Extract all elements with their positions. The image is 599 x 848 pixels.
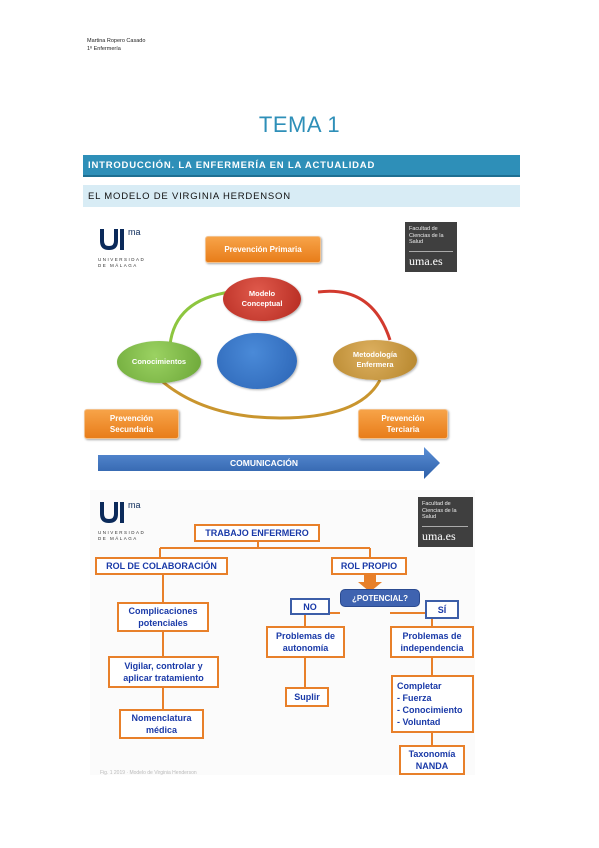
faculty-logo-2: Facultad de Ciencias de la Salud uma.es	[418, 497, 473, 547]
metodologia-node: Metodología Enfermera	[333, 340, 417, 380]
modelo-conceptual-label: Modelo Conceptual	[241, 289, 283, 308]
taxonomia-box: Taxonomía NANDA	[399, 745, 465, 775]
faculty-logo: Facultad de Ciencias de la Salud uma.es	[405, 222, 457, 272]
uma-text-line2: DE MÁLAGA	[98, 536, 138, 541]
down-arrow-icon	[358, 575, 382, 592]
rol-colaboracion-box: ROL DE COLABORACIÓN	[95, 557, 228, 575]
nomenclatura-label: Nomenclatura médica	[131, 713, 192, 735]
uma-mark-icon	[100, 502, 124, 523]
uma-ma-text: ma	[128, 227, 141, 237]
uma-text-line1: UNIVERSIDAD	[98, 257, 146, 262]
vigilar-label: Vigilar, controlar y aplicar tratamiento	[123, 661, 204, 683]
autonomia-label: Problemas de autonomía	[275, 631, 336, 653]
taxonomia-label: Taxonomía NANDA	[408, 749, 456, 771]
communication-arrow	[98, 447, 440, 479]
uma-text-line2: DE MÁLAGA	[98, 263, 138, 268]
uma-logo: ma UNIVERSIDAD DE MÁLAGA	[98, 227, 158, 272]
nomenclatura-box: Nomenclatura médica	[119, 709, 204, 739]
uma-university-text: UNIVERSIDAD DE MÁLAGA	[98, 530, 158, 542]
uma-text-line1: UNIVERSIDAD	[98, 530, 146, 535]
course-name: 1º Enfermería	[87, 46, 121, 52]
author-name: Martina Ropero Casado	[87, 38, 146, 44]
prevencion-terciaria-label: Prevención Terciaria	[381, 414, 425, 434]
header-meta: Martina Ropero Casado 1º Enfermería	[87, 37, 145, 53]
suplir-box: Suplir	[285, 687, 329, 707]
page-title: TEMA 1	[258, 112, 341, 137]
diagram-footnote: Fig. 1 2019 · Modelo de Virginia Henders…	[100, 770, 197, 776]
vigilar-box: Vigilar, controlar y aplicar tratamiento	[108, 656, 219, 688]
metodologia-label: Metodología Enfermera	[352, 350, 398, 369]
uma-university-text: UNIVERSIDAD DE MÁLAGA	[98, 257, 158, 269]
completar-title: Completar	[397, 681, 442, 691]
si-tag: SÍ	[425, 600, 459, 619]
conocimientos-label: Conocimientos	[131, 357, 187, 366]
green-arc	[168, 290, 231, 346]
completar-box: Completar - Fuerza - Conocimiento - Volu…	[391, 675, 474, 733]
uma-logo-2: ma UNIVERSIDAD DE MÁLAGA	[98, 500, 158, 545]
red-arc	[317, 289, 392, 341]
modelo-conceptual-node: Modelo Conceptual	[223, 277, 301, 321]
faculty-text: Facultad de Ciencias de la Salud	[422, 501, 457, 520]
prevencion-secundaria-box: Prevención Secundaria	[84, 409, 179, 439]
independencia-box: Problemas de independencia	[390, 626, 474, 658]
uma-ma-text: ma	[128, 500, 141, 510]
faculty-text: Facultad de Ciencias de la Salud	[409, 226, 444, 245]
complicaciones-box: Complicaciones potenciales	[117, 602, 209, 632]
autonomia-box: Problemas de autonomía	[266, 626, 345, 658]
prevencion-secundaria-label: Prevención Secundaria	[109, 414, 154, 434]
section-heading-bar: INTRODUCCIÓN. LA ENFERMERÍA EN LA ACTUAL…	[83, 155, 520, 177]
faculty-brand: uma.es	[409, 254, 443, 268]
prevencion-terciaria-box: Prevención Terciaria	[358, 409, 448, 439]
center-node	[217, 333, 297, 389]
subsection-heading-bar: EL MODELO DE VIRGINIA HERDENSON	[83, 185, 520, 207]
gold-arc	[153, 373, 382, 420]
independencia-label: Problemas de independencia	[400, 631, 464, 653]
uma-mark-icon	[100, 229, 124, 250]
trabajo-enfermero-box: TRABAJO ENFERMERO	[194, 524, 320, 542]
faculty-divider	[422, 526, 468, 527]
no-tag: NO	[290, 598, 330, 615]
potencial-box: ¿POTENCIAL?	[340, 589, 420, 607]
conocimientos-node: Conocimientos	[117, 341, 201, 383]
completar-item-conocimiento: - Conocimiento	[397, 705, 463, 715]
complicaciones-label: Complicaciones potenciales	[128, 606, 198, 628]
faculty-brand: uma.es	[422, 529, 456, 543]
section-heading: INTRODUCCIÓN. LA ENFERMERÍA EN LA ACTUAL…	[88, 160, 376, 171]
faculty-divider	[409, 251, 453, 252]
subsection-heading: EL MODELO DE VIRGINIA HERDENSON	[88, 190, 291, 202]
rol-propio-box: ROL PROPIO	[331, 557, 407, 575]
prevencion-primaria-box: Prevención Primaria	[205, 236, 321, 263]
completar-item-fuerza: - Fuerza	[397, 693, 432, 703]
completar-item-voluntad: - Voluntad	[397, 717, 441, 727]
comunicacion-label: COMUNICACIÓN	[230, 458, 298, 468]
